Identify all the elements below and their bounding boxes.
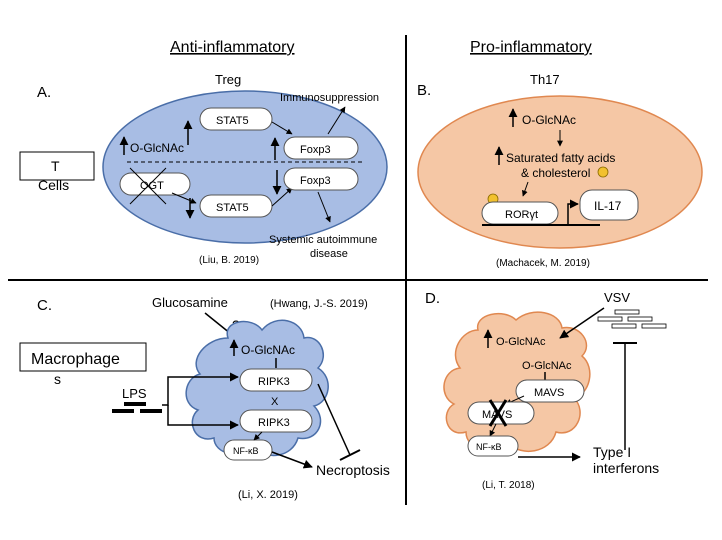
macrophages-label-2: s xyxy=(54,371,61,387)
vsv-particle-1 xyxy=(614,309,640,315)
stat5-to-foxp3-bottom xyxy=(271,187,293,207)
foxp3-to-immunosuppression xyxy=(327,106,346,135)
panel-a: A. Treg T Cells O-GlcNAc STAT5 Foxp3 Imm… xyxy=(19,72,388,266)
macrophages-label-1: Macrophage xyxy=(31,351,120,368)
mavs-top-label: MAVS xyxy=(534,387,564,399)
mavs-top-box xyxy=(515,379,585,403)
autoimmune-label-1: Systemic autoimmune xyxy=(269,234,377,246)
panel-a-letter: A. xyxy=(37,84,51,101)
il17-box xyxy=(579,189,639,221)
stat5-bottom-label: STAT5 xyxy=(216,202,249,214)
lps-to-nfkb-arrow xyxy=(167,405,239,430)
d-nfkb-box xyxy=(467,435,519,457)
d-oglcnac-label-2: O-GlcNAc xyxy=(522,360,572,372)
ogt-cross-2 xyxy=(129,167,167,205)
foxp3-top-label: Foxp3 xyxy=(300,144,331,156)
panel-d: D. VSV O-GlcNAc O-GlcNAc MAVS MAVS NF-κB… xyxy=(425,290,667,491)
autoimmune-label-2: disease xyxy=(310,248,348,260)
roryt-label: RORγt xyxy=(505,209,538,221)
il17-promoter-arrow xyxy=(567,199,579,224)
anti-inflammatory-header: Anti-inflammatory xyxy=(170,39,294,56)
vsv-particle-2 xyxy=(597,316,623,322)
t-cells-label-2: Cells xyxy=(38,177,69,193)
stat5-to-foxp3-top xyxy=(271,121,293,135)
panel-d-letter: D. xyxy=(425,290,440,307)
panel-b-letter: B. xyxy=(417,82,431,99)
glucosamine-label: Glucosamine xyxy=(152,295,228,310)
oglcnac-label: O-GlcNAc xyxy=(130,141,184,155)
fatty-label-1: Saturated fatty acids xyxy=(506,151,615,165)
foxp3-to-autoimmune xyxy=(317,191,331,223)
fatty-to-roryt xyxy=(521,181,529,197)
vsv-particle-3 xyxy=(627,316,653,322)
panel-a-citation: (Liu, B. 2019) xyxy=(199,255,259,266)
c-nfkb-label: NF-κB xyxy=(233,446,259,456)
c-oglcnac-label: O-GlcNAc xyxy=(241,343,295,357)
lps-to-ripk3-arrow xyxy=(162,372,239,406)
vsv-to-oglcnac-arrow xyxy=(559,307,605,339)
vsv-particle-4 xyxy=(611,323,637,329)
interferons-label-2: interferons xyxy=(593,460,659,476)
necroptosis-label: Necroptosis xyxy=(316,462,390,478)
ripk3-to-nfkb xyxy=(253,431,263,441)
macrophages-box xyxy=(19,342,147,372)
t-cells-box xyxy=(19,151,95,181)
foxp3-bottom-box xyxy=(283,167,359,191)
panel-c-citation: (Li, X. 2019) xyxy=(238,489,298,501)
panel-b-citation: (Machacek, M. 2019) xyxy=(496,258,590,269)
panel-d-citation: (Li, T. 2018) xyxy=(482,480,535,491)
vsv-particle-5 xyxy=(641,323,667,329)
ripk3-x-mark: X xyxy=(271,396,279,408)
panel-b: B. Th17 O-GlcNAc Saturated fatty acids &… xyxy=(417,72,703,269)
fatty-label-2: & cholesterol xyxy=(521,166,590,180)
c-nfkb-box xyxy=(223,439,273,461)
il17-label: IL-17 xyxy=(594,199,622,213)
hwang-citation: (Hwang, J.-S. 2019) xyxy=(270,298,368,310)
d-nfkb-label: NF-κB xyxy=(476,442,502,452)
immunosuppression-label: Immunosuppression xyxy=(280,92,379,104)
stat5-top-box xyxy=(199,107,273,131)
b-oglcnac-label: O-GlcNAc xyxy=(522,113,576,127)
t-cells-label-1: T xyxy=(51,158,60,174)
nfkb-to-necroptosis xyxy=(271,451,313,469)
ripk3-bottom-box xyxy=(239,409,313,433)
d-oglcnac-label-1: O-GlcNAc xyxy=(496,336,546,348)
ripk3-inhibit-necroptosis xyxy=(317,383,351,456)
pro-inflammatory-header: Pro-inflammatory xyxy=(470,39,592,56)
stat5-top-label: STAT5 xyxy=(216,115,249,127)
cholesterol-dot xyxy=(597,166,609,178)
treg-label: Treg xyxy=(215,72,241,87)
treg-cell xyxy=(102,90,388,244)
th17-label: Th17 xyxy=(530,72,560,87)
mavs-to-nfkb xyxy=(489,423,497,437)
ogt-to-stat5-bottom xyxy=(171,192,197,204)
ripk3-bottom-label: RIPK3 xyxy=(258,417,290,429)
inhibit-bar xyxy=(339,449,361,461)
lps-label: LPS xyxy=(122,386,147,401)
foxp3-bottom-label: Foxp3 xyxy=(300,175,331,187)
ogt-label: OGT xyxy=(140,180,164,192)
ogt-box xyxy=(119,172,191,196)
panel-c: C. Glucosamine (Hwang, J.-S. 2019) ? Mac… xyxy=(19,295,390,501)
vsv-label: VSV xyxy=(604,290,630,305)
ripk3-top-box xyxy=(239,368,313,392)
interferons-label-1: Type I xyxy=(593,444,631,460)
panel-c-letter: C. xyxy=(37,297,52,314)
foxp3-top-box xyxy=(283,136,359,160)
ripk3-top-label: RIPK3 xyxy=(258,376,290,388)
mavs-cross-2 xyxy=(488,399,508,427)
mavs-bottom-box xyxy=(467,401,535,425)
